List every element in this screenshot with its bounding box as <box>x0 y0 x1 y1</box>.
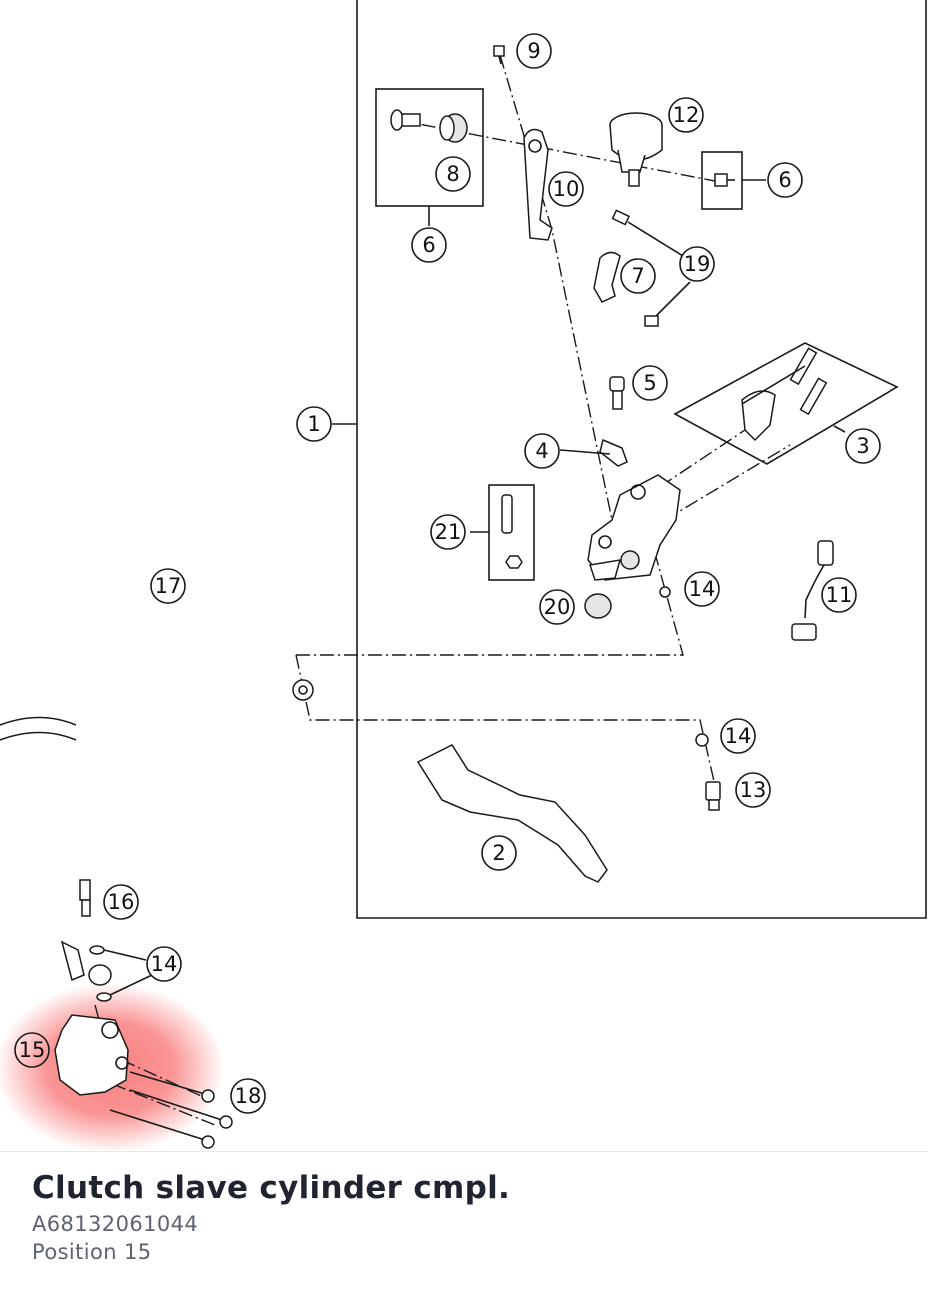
part-21-pin <box>501 494 523 569</box>
part-14-washer <box>695 733 709 747</box>
part-17-hose <box>0 578 314 986</box>
callout-circle-2[interactable] <box>481 835 517 871</box>
callout-label-14: 14 <box>151 952 178 976</box>
part-11-switch <box>791 540 834 641</box>
callout-label-5: 5 <box>643 371 656 395</box>
part-2-lever <box>416 744 608 883</box>
callout-circle-1[interactable] <box>296 406 332 442</box>
callout-label-19: 19 <box>684 252 711 276</box>
part-6-fitting <box>714 173 735 187</box>
callout-label-11: 11 <box>826 583 853 607</box>
part-9-screw <box>493 45 505 65</box>
part-position: Position 15 <box>32 1240 152 1264</box>
part-14-washer <box>659 586 671 598</box>
callout-circle-4[interactable] <box>524 433 560 469</box>
callout-circle-17[interactable] <box>150 568 186 604</box>
callout-circle-10[interactable] <box>548 171 584 207</box>
part-16-fitting <box>79 879 91 917</box>
callout-circle-19[interactable] <box>679 246 715 282</box>
callout-label-18: 18 <box>235 1084 262 1108</box>
callout-label-1: 1 <box>307 412 320 436</box>
part-12-reservoir <box>609 112 663 187</box>
callout-circle-3[interactable] <box>845 428 881 464</box>
callout-label-17: 17 <box>155 574 182 598</box>
callout-label-7: 7 <box>631 264 644 288</box>
callout-label-21: 21 <box>435 520 462 544</box>
callout-circle-5[interactable] <box>632 365 668 401</box>
callout-circle-6[interactable] <box>767 162 803 198</box>
part-4-bleeder <box>559 438 628 467</box>
part-20-boot <box>584 593 612 619</box>
part-number: A68132061044 <box>32 1212 199 1236</box>
callout-label-16: 16 <box>108 890 135 914</box>
part-15-slave-cylinder <box>54 1014 129 1096</box>
callout-label-15: 15 <box>19 1038 46 1062</box>
callout-circle-16[interactable] <box>103 884 139 920</box>
callout-label-8: 8 <box>446 162 459 186</box>
group-panel-3 <box>673 342 899 465</box>
part-5-banjo-bolt <box>609 376 625 410</box>
part-19-screws <box>611 209 691 327</box>
part-8-bolt-and-bushing <box>390 109 468 143</box>
callout-circle-8[interactable] <box>435 156 471 192</box>
callout-circle-14[interactable] <box>684 571 720 607</box>
callout-label-4: 4 <box>535 439 548 463</box>
callout-label-2: 2 <box>492 841 505 865</box>
part-3-clamp <box>741 347 828 442</box>
callout-circle-9[interactable] <box>516 33 552 69</box>
part-7-hose <box>593 251 621 303</box>
part-13-bolt <box>705 781 721 811</box>
callout-circle-14[interactable] <box>146 946 182 982</box>
callout-label-14: 14 <box>725 724 752 748</box>
callout-circle-13[interactable] <box>735 772 771 808</box>
part-title: Clutch slave cylinder cmpl. <box>32 1170 511 1206</box>
part-18-bolts <box>109 1071 233 1149</box>
part-info-panel: Clutch slave cylinder cmpl. A68132061044… <box>32 1166 896 1266</box>
callout-label-12: 12 <box>673 103 700 127</box>
callout-label-6: 6 <box>422 233 435 257</box>
divider <box>0 1151 928 1152</box>
callout-label-3: 3 <box>856 434 869 458</box>
assembly-frame <box>356 0 927 919</box>
callout-label-10: 10 <box>553 177 580 201</box>
callout-circle-12[interactable] <box>668 97 704 133</box>
callout-label-6: 6 <box>778 168 791 192</box>
callout-circle-11[interactable] <box>821 577 857 613</box>
callout-circle-20[interactable] <box>539 589 575 625</box>
callout-label-14: 14 <box>689 577 716 601</box>
master-cylinder-body <box>587 474 681 581</box>
callout-circle-15[interactable] <box>14 1032 50 1068</box>
callout-circle-21[interactable] <box>430 514 466 550</box>
callout-label-20: 20 <box>544 595 571 619</box>
callout-circle-18[interactable] <box>230 1078 266 1114</box>
callout-circle-7[interactable] <box>620 258 656 294</box>
part-10-bracket <box>523 128 553 241</box>
callout-circle-14[interactable] <box>720 718 756 754</box>
group-box-8 <box>375 88 484 207</box>
callout-circle-6[interactable] <box>411 227 447 263</box>
part-14-washer <box>96 992 112 1002</box>
part-14-washer <box>89 945 105 955</box>
callout-label-9: 9 <box>527 39 540 63</box>
callout-label-13: 13 <box>740 778 767 802</box>
